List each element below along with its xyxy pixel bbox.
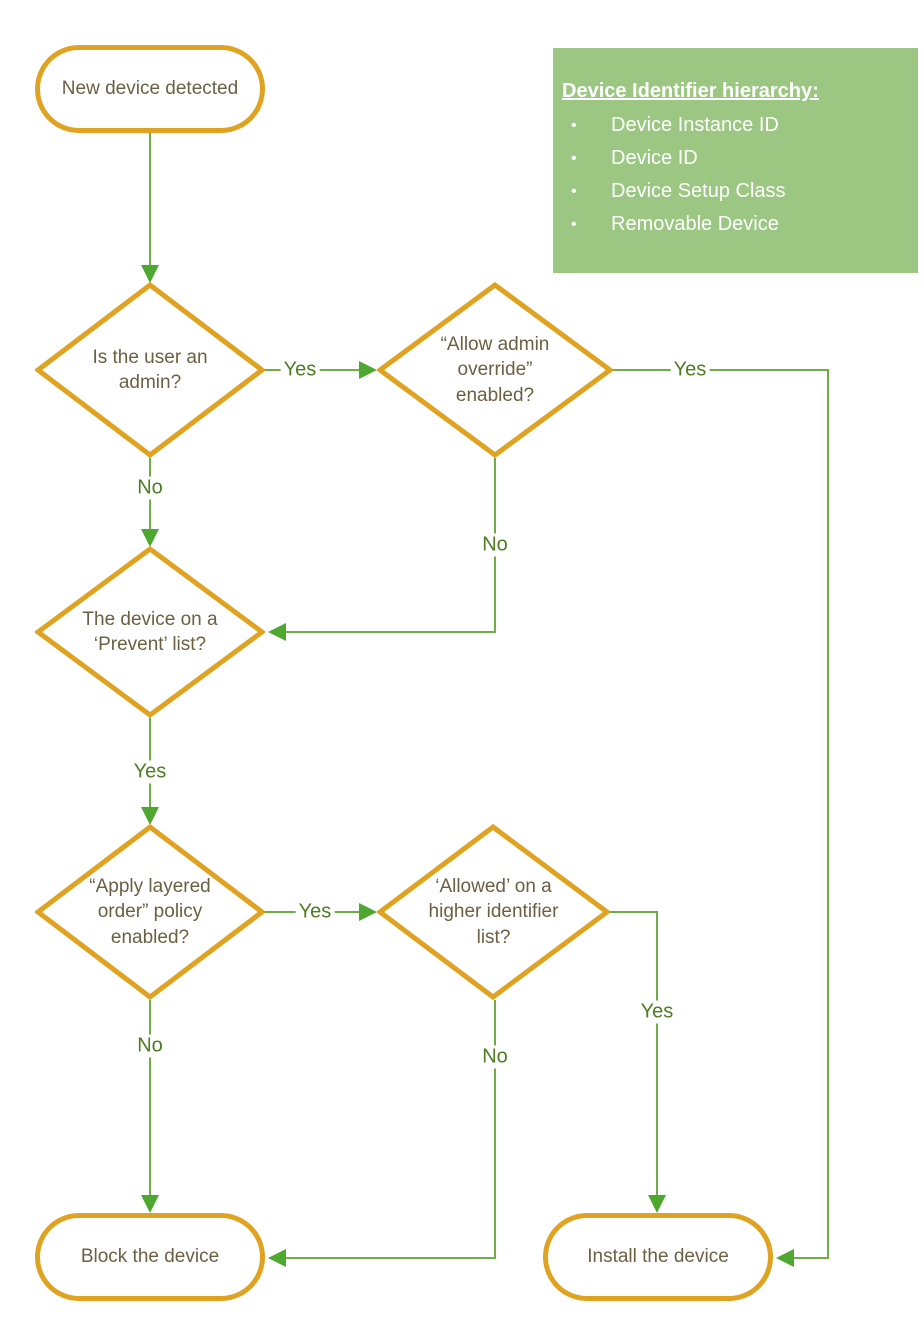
diamond-shape (35, 546, 265, 718)
arrowhead-layered-yes (359, 903, 377, 921)
node-allowed-higher-identifier: ‘Allowed’ on a higher identifier list? (377, 824, 610, 1000)
edge-label-admin-no: No (134, 476, 166, 500)
node-block-the-device-label: Block the device (80, 1246, 220, 1268)
edge-override-no-line (286, 458, 496, 633)
edge-label-allowed-yes: Yes (637, 1000, 677, 1024)
node-is-user-admin: Is the user an admin? (35, 282, 265, 458)
arrowhead-allowed-no (268, 1249, 286, 1267)
arrowhead-override-yes (776, 1249, 794, 1267)
arrowhead-start-to-admin (141, 265, 159, 283)
diamond-shape (35, 282, 265, 458)
edge-label-override-yes: Yes (670, 358, 710, 382)
hierarchy-item-label: Removable Device (611, 213, 779, 235)
node-new-device-detected-label: New device detected (61, 78, 239, 100)
node-is-user-admin-label: Is the user an admin? (92, 346, 208, 393)
edge-label-admin-yes: Yes (280, 358, 320, 382)
hierarchy-item: • Removable Device (562, 208, 910, 241)
node-allow-admin-override: “Allow admin override” enabled? (377, 282, 613, 458)
node-install-the-device-label: Install the device (587, 1246, 729, 1268)
node-device-on-prevent-list: The device on a ‘Prevent’ list? (35, 546, 265, 718)
diamond-shape (377, 824, 610, 1000)
hierarchy-item-label: Device Setup Class (611, 180, 786, 202)
arrowhead-admin-yes (359, 361, 377, 379)
node-device-on-prevent-list-label: The device on a ‘Prevent’ list? (82, 608, 218, 655)
hierarchy-item: • Device Instance ID (562, 109, 910, 142)
hierarchy-item: • Device Setup Class (562, 175, 910, 208)
edge-label-allowed-no: No (479, 1045, 511, 1069)
bullet-icon: • (571, 150, 577, 167)
node-apply-layered-order: “Apply layered order” policy enabled? (35, 824, 265, 1000)
node-new-device-detected: New device detected (35, 45, 265, 133)
node-apply-layered-order-label: “Apply layered order” policy enabled? (89, 876, 211, 948)
diamond-shape (35, 824, 265, 1000)
node-allowed-higher-identifier-label: ‘Allowed’ on a higher identifier list? (428, 876, 559, 948)
bullet-icon: • (571, 117, 577, 134)
edge-override-yes-line (613, 369, 829, 1259)
device-identifier-hierarchy-box: Device Identifier hierarchy: • Device In… (553, 48, 918, 273)
diamond-shape (377, 282, 613, 458)
hierarchy-item: • Device ID (562, 142, 910, 175)
edge-allowed-no-line (286, 1000, 496, 1259)
bullet-icon: • (571, 183, 577, 200)
arrowhead-allowed-yes (648, 1195, 666, 1213)
arrowhead-prevent-yes (141, 807, 159, 825)
edge-label-layered-no: No (134, 1034, 166, 1058)
edge-label-override-no: No (479, 533, 511, 557)
arrowhead-admin-no (141, 529, 159, 547)
edge-allowed-yes-line (610, 911, 658, 1195)
node-allow-admin-override-label: “Allow admin override” enabled? (440, 334, 550, 406)
edge-label-prevent-yes: Yes (130, 760, 170, 784)
hierarchy-item-label: Device ID (611, 147, 698, 169)
edge-label-layered-yes: Yes (295, 900, 335, 924)
bullet-icon: • (571, 216, 577, 233)
node-install-the-device: Install the device (543, 1213, 773, 1301)
hierarchy-item-label: Device Instance ID (611, 114, 779, 136)
hierarchy-title: Device Identifier hierarchy: (562, 80, 819, 102)
arrowhead-override-no (268, 623, 286, 641)
node-block-the-device: Block the device (35, 1213, 265, 1301)
arrowhead-layered-no (141, 1195, 159, 1213)
